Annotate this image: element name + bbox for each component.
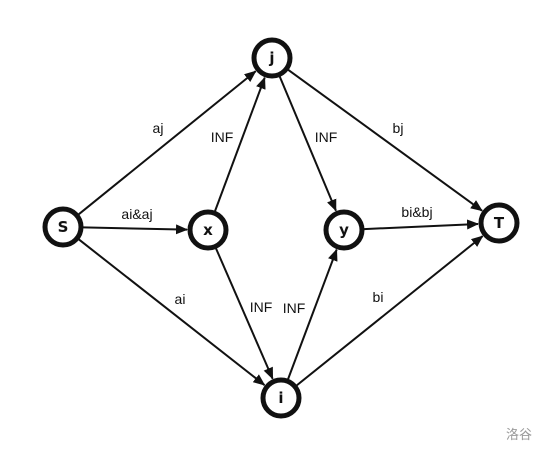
node-T: T: [478, 202, 520, 244]
edge-i-to-T: [295, 235, 484, 387]
edge-label-x-i: INF: [250, 299, 273, 315]
edge-label-i-T: bi: [373, 289, 384, 305]
node-circle-i: [260, 377, 302, 419]
edge-y-to-T: [363, 219, 480, 231]
edge-j-to-y: [278, 76, 337, 212]
watermark-text: 洛谷: [505, 428, 532, 443]
edge-label-x-j: INF: [211, 129, 234, 145]
node-label-i: i: [278, 389, 283, 407]
node-label-j: j: [268, 49, 274, 67]
node-label-y: y: [339, 221, 349, 239]
node-label-S: S: [58, 218, 69, 236]
node-circle-T: [478, 202, 520, 244]
node-circle-j: [251, 37, 293, 79]
edge-label-S-j: aj: [153, 120, 164, 136]
node-label-x: x: [203, 221, 213, 239]
edge-label-i-y: INF: [283, 300, 306, 316]
edge-j-to-T: [287, 68, 483, 212]
edge-S-to-x: [82, 224, 189, 235]
edge-label-S-x: ai&aj: [121, 206, 152, 222]
node-label-T: T: [494, 214, 505, 232]
node-S: S: [42, 206, 84, 248]
node-x: x: [187, 209, 229, 251]
edge-S-to-j: [77, 70, 257, 216]
edge-i-to-y: [287, 248, 338, 380]
edge-x-to-j: [214, 76, 266, 212]
edge-label-j-y: INF: [315, 129, 338, 145]
edge-x-to-i: [215, 247, 274, 380]
node-circle-y: [323, 209, 365, 251]
edge-label-y-T: bi&bj: [401, 204, 432, 220]
node-i: i: [260, 377, 302, 419]
node-circle-S: [42, 206, 84, 248]
edge-label-S-i: ai: [175, 291, 186, 307]
edge-S-to-i: [78, 238, 266, 386]
node-circle-x: [187, 209, 229, 251]
node-y: y: [323, 209, 365, 251]
node-j: j: [251, 37, 293, 79]
edge-label-j-T: bj: [393, 120, 404, 136]
